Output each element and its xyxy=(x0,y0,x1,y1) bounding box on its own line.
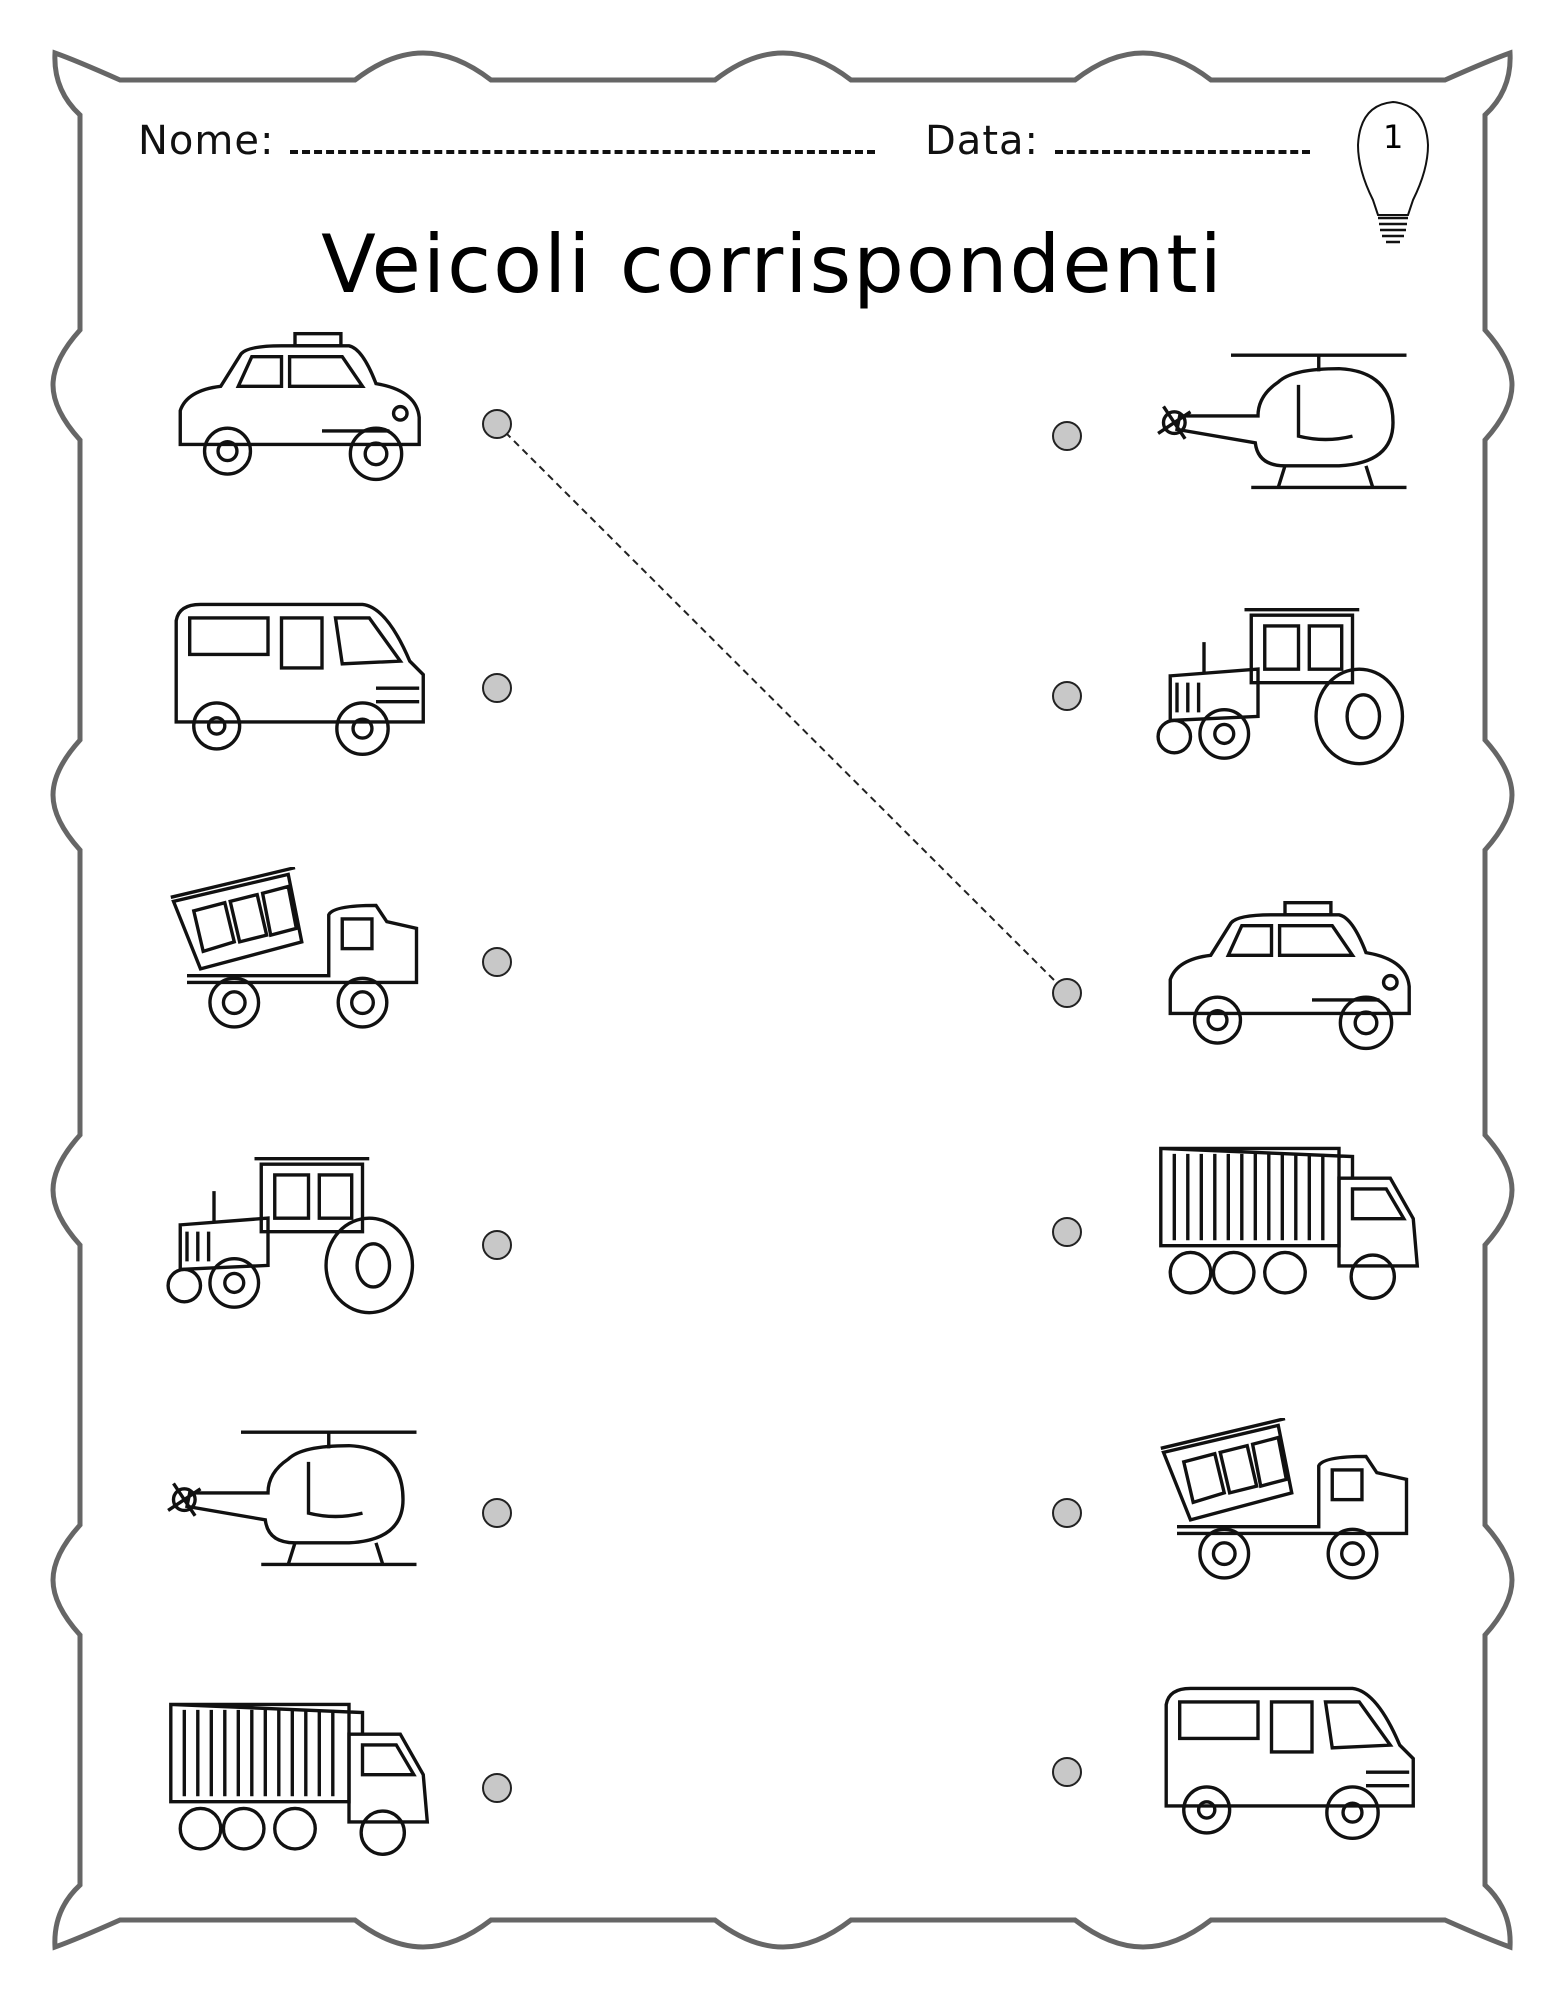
left-match-dot[interactable] xyxy=(482,1230,512,1260)
date-field[interactable]: Data: xyxy=(925,118,1310,164)
container-truck-icon xyxy=(1159,1146,1419,1300)
lightbulb-icon xyxy=(1356,100,1430,244)
helicopter-icon xyxy=(1156,353,1409,490)
van-icon xyxy=(1164,1686,1415,1840)
date-blank-line[interactable] xyxy=(1054,122,1310,154)
name-field[interactable]: Nome: xyxy=(138,118,876,164)
page-number: 1 xyxy=(1383,118,1404,156)
dump-truck-icon xyxy=(1159,1418,1409,1580)
left-match-dot[interactable] xyxy=(482,409,512,439)
tractor-icon xyxy=(1156,608,1405,766)
left-match-dot[interactable] xyxy=(482,673,512,703)
taxi-icon xyxy=(178,331,421,482)
right-match-dot[interactable] xyxy=(1052,1757,1082,1787)
container-truck-icon xyxy=(169,1702,429,1856)
right-match-dot[interactable] xyxy=(1052,681,1082,711)
right-match-dot[interactable] xyxy=(1052,421,1082,451)
left-match-dot[interactable] xyxy=(482,947,512,977)
dump-truck-icon xyxy=(169,867,419,1029)
left-match-dot[interactable] xyxy=(482,1498,512,1528)
left-match-dot[interactable] xyxy=(482,1773,512,1803)
page-title: Veicoli corrispondenti xyxy=(321,218,1224,311)
right-match-dot[interactable] xyxy=(1052,978,1082,1008)
taxi-icon xyxy=(1168,900,1411,1051)
name-blank-line[interactable] xyxy=(290,122,876,154)
helicopter-icon xyxy=(166,1430,419,1567)
tractor-icon xyxy=(166,1157,415,1315)
date-label: Data: xyxy=(925,118,1039,164)
name-label: Nome: xyxy=(138,118,275,164)
right-match-dot[interactable] xyxy=(1052,1498,1082,1528)
right-match-dot[interactable] xyxy=(1052,1217,1082,1247)
van-icon xyxy=(174,602,425,756)
